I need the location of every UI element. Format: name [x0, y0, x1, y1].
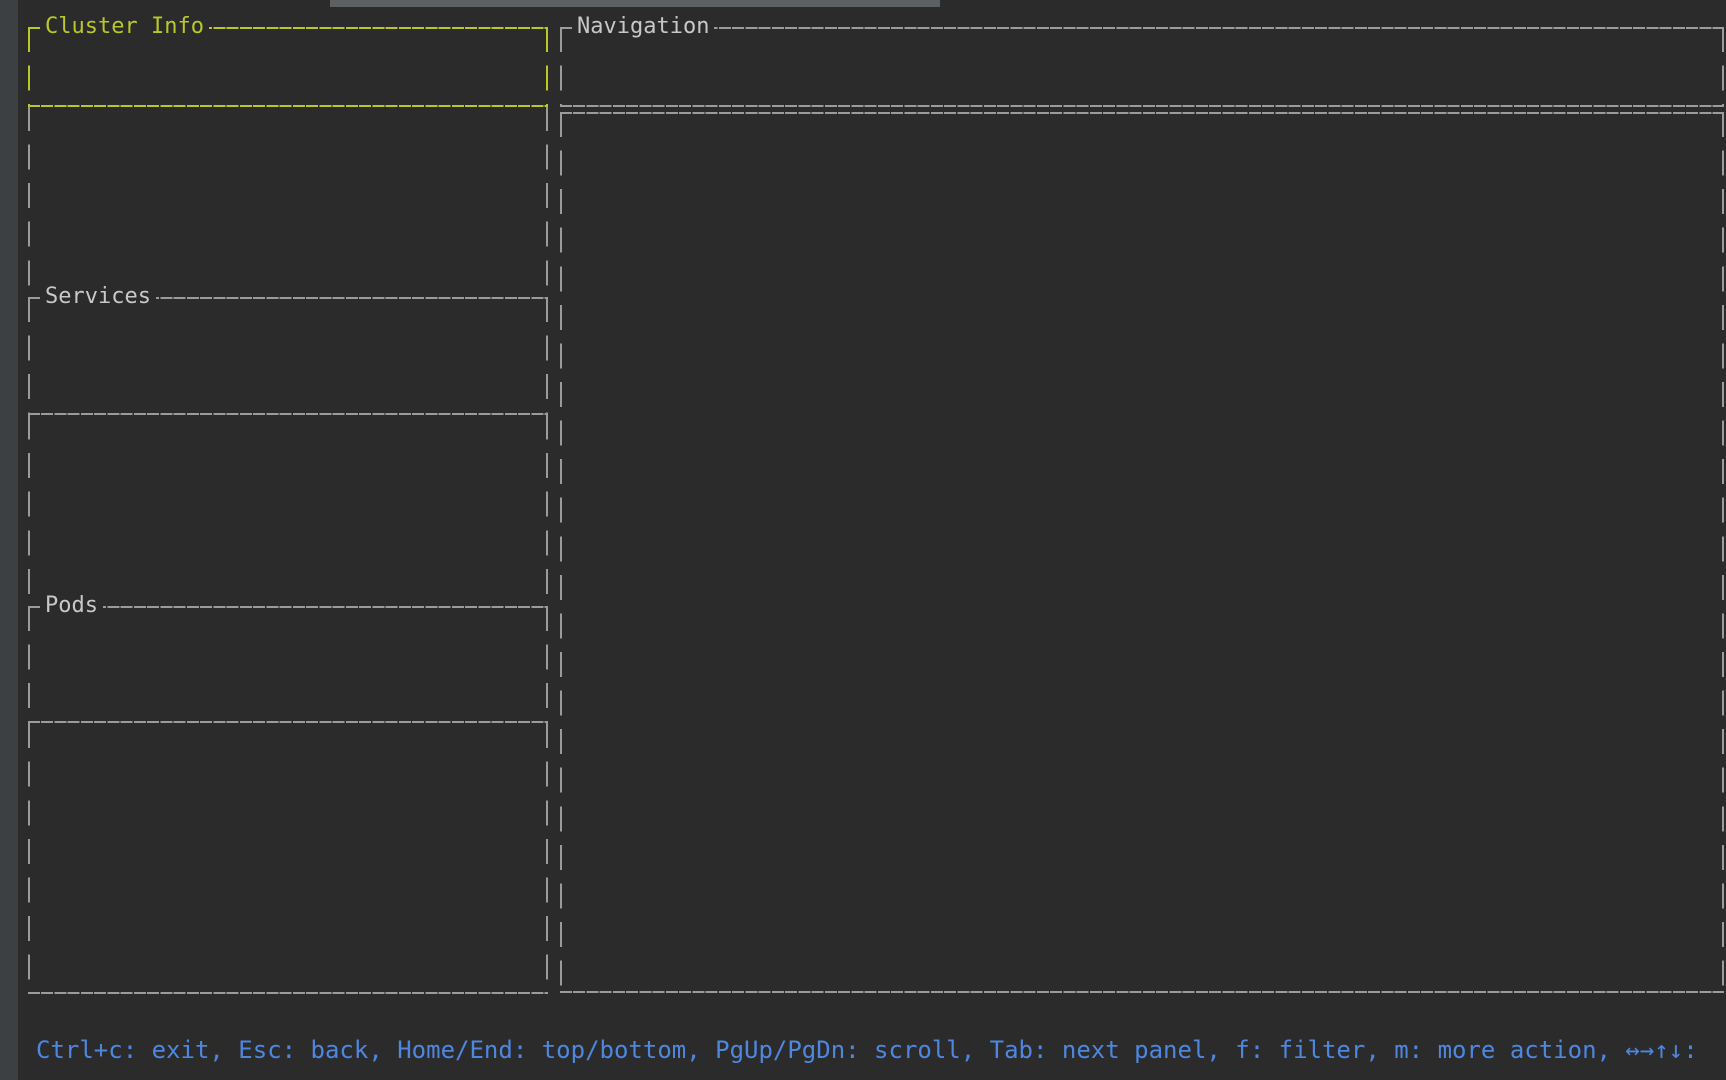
frame-border: [28, 606, 548, 608]
frame-border: [28, 27, 30, 107]
frame-border: [546, 297, 548, 415]
frame-border: [560, 991, 1724, 993]
pod-row[interactable]: kube-system helm-install-t: [28, 664, 546, 703]
frame-border: [560, 112, 1724, 114]
navigation-tabs: Nodes Top Nodes: [560, 47, 1722, 86]
frame-border: [546, 27, 548, 107]
services-title: Services: [40, 284, 156, 310]
help-bar: Ctrl+c: exit, Esc: back, Home/End: top/b…: [36, 1036, 1698, 1064]
node-row[interactable]: instance-qgq0ripc Ready <none> 31d v1.18…: [560, 198, 1722, 237]
nodes-table-header: NAME STATUS ROLES AGE VERSION: [560, 121, 1722, 160]
frame-border: [1722, 27, 1724, 107]
frame-border: [546, 106, 548, 994]
frame-border: [28, 297, 548, 299]
frame-border: [546, 606, 548, 723]
cluster-info-title: Cluster Info: [40, 14, 209, 40]
service-row[interactable]: default kubernetes: [28, 355, 546, 394]
frame-border: [28, 27, 548, 29]
top-scrollbar-thumb: [330, 0, 940, 7]
services-header: NAMESPACE NAME: [28, 317, 546, 356]
node-row[interactable]: ecs-x-large-2-linux-20200304154236 Ready…: [560, 159, 1722, 198]
frame-border: [28, 721, 548, 723]
cluster-context-row: Current Context: huawei: [28, 47, 546, 86]
frame-border: [560, 105, 1724, 107]
terminal-gutter: [0, 0, 18, 1080]
navigation-panel: Navigation Nodes Top Nodes: [560, 14, 1724, 107]
frame-border: [560, 27, 1724, 29]
cluster-info-panel: Cluster Info Current Context: huawei: [28, 14, 548, 107]
frame-border: [560, 27, 562, 107]
services-panel: Services NAMESPACE NAME default kubernet…: [28, 284, 548, 415]
nodes-table-panel: NAME STATUS ROLES AGE VERSION ecs-x-larg…: [560, 112, 1724, 993]
frame-border: [28, 105, 548, 107]
frame-border: [560, 112, 562, 993]
frame-border: [28, 413, 548, 415]
pods-header: NAMESPACE NAME: [28, 626, 546, 665]
left-panel-connector: [28, 106, 548, 994]
pods-title: Pods: [40, 593, 103, 619]
pods-panel: Pods NAMESPACE NAME kube-system helm-ins…: [28, 593, 548, 723]
frame-border: [1722, 112, 1724, 993]
frame-border: [28, 297, 30, 415]
navigation-title: Navigation: [572, 14, 715, 40]
frame-border: [28, 106, 30, 994]
frame-border: [28, 606, 30, 723]
frame-border: [28, 992, 548, 994]
